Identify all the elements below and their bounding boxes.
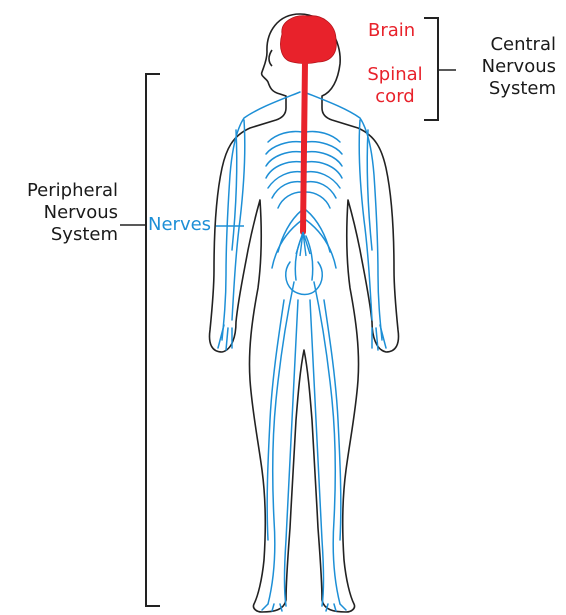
- cns-label-line-2: Nervous: [456, 56, 556, 78]
- spinal-cord-shape: [303, 62, 305, 232]
- pns-label-line-3: System: [0, 224, 118, 246]
- cns-label-line-1: Central: [456, 34, 556, 56]
- pns-bracket: [146, 74, 160, 606]
- spinal-cord-label: Spinal cord: [360, 64, 430, 108]
- pns-label-line-2: Nervous: [0, 202, 118, 224]
- pns-label: Peripheral Nervous System: [0, 180, 118, 246]
- brain-shape: [280, 16, 336, 64]
- nerves-label: Nerves: [148, 214, 211, 236]
- spinal-cord-label-line-2: cord: [360, 86, 430, 108]
- brain-label: Brain: [368, 20, 415, 42]
- cns-label-line-3: System: [456, 78, 556, 100]
- spinal-cord-label-line-1: Spinal: [360, 64, 430, 86]
- pns-label-line-1: Peripheral: [0, 180, 118, 202]
- cns-label: Central Nervous System: [456, 34, 556, 100]
